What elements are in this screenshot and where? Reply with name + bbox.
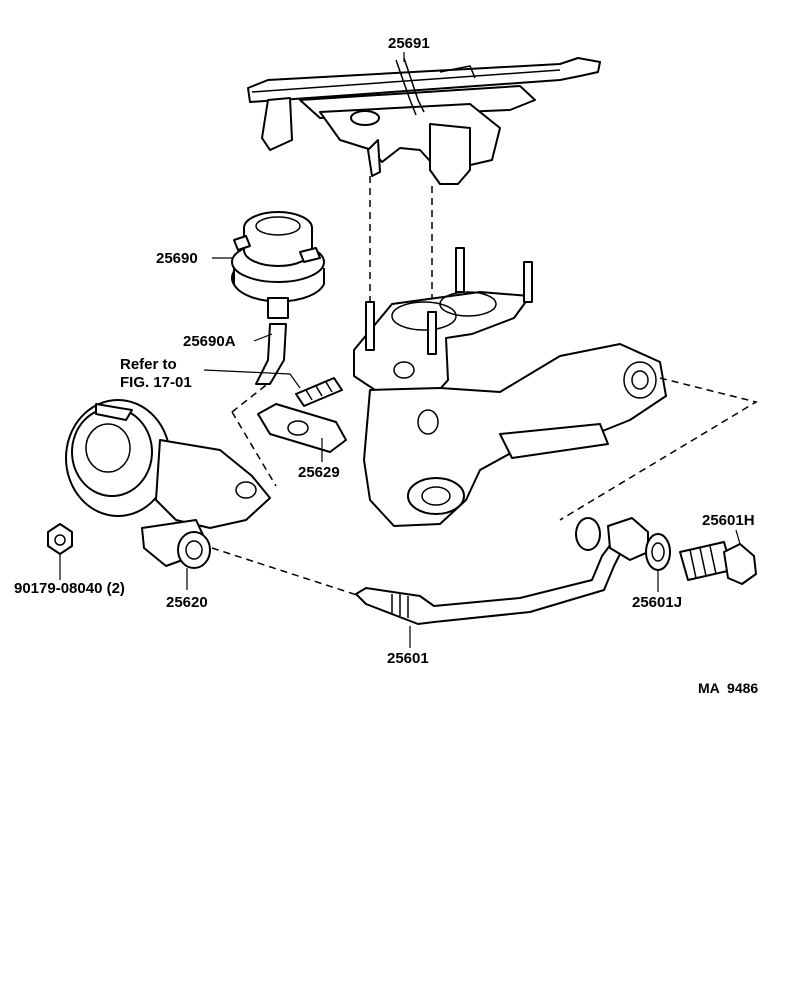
label-25601H: 25601H bbox=[702, 512, 755, 529]
guide-line-union-pipe bbox=[211, 547, 361, 597]
union-bolt-25601H bbox=[679, 541, 757, 585]
gasket-25601J bbox=[645, 533, 671, 571]
nut-90179-08040 bbox=[47, 523, 73, 555]
label-25620: 25620 bbox=[166, 594, 208, 611]
label-25601J: 25601J bbox=[632, 594, 683, 611]
drawing-code: MA 9486 bbox=[698, 680, 759, 696]
label-25690: 25690 bbox=[156, 250, 198, 267]
label-90179-08040: 90179-08040 (2) bbox=[14, 580, 125, 597]
label-25690A: 25690A bbox=[183, 333, 236, 350]
union-25620 bbox=[141, 519, 211, 569]
guide-line-manifold-port bbox=[559, 377, 758, 521]
label-refer-line2: FIG. 17-01 bbox=[120, 374, 192, 391]
intake-manifold bbox=[353, 247, 667, 527]
vacuum-hose-25690A bbox=[255, 323, 287, 385]
label-25601: 25601 bbox=[387, 650, 429, 667]
label-refer-line1: Refer to bbox=[120, 356, 177, 373]
label-25691: 25691 bbox=[388, 35, 430, 52]
egr-pipe-25601 bbox=[355, 517, 649, 625]
egr-gasket-25629 bbox=[257, 377, 347, 453]
label-25629: 25629 bbox=[298, 464, 340, 481]
leader-lines bbox=[59, 52, 741, 648]
egr-vacuum-modulator-25690 bbox=[231, 211, 325, 319]
egr-valve bbox=[65, 399, 271, 529]
guide-line-gasket bbox=[231, 381, 277, 487]
vacuum-pipe-bracket-25691 bbox=[247, 57, 601, 185]
